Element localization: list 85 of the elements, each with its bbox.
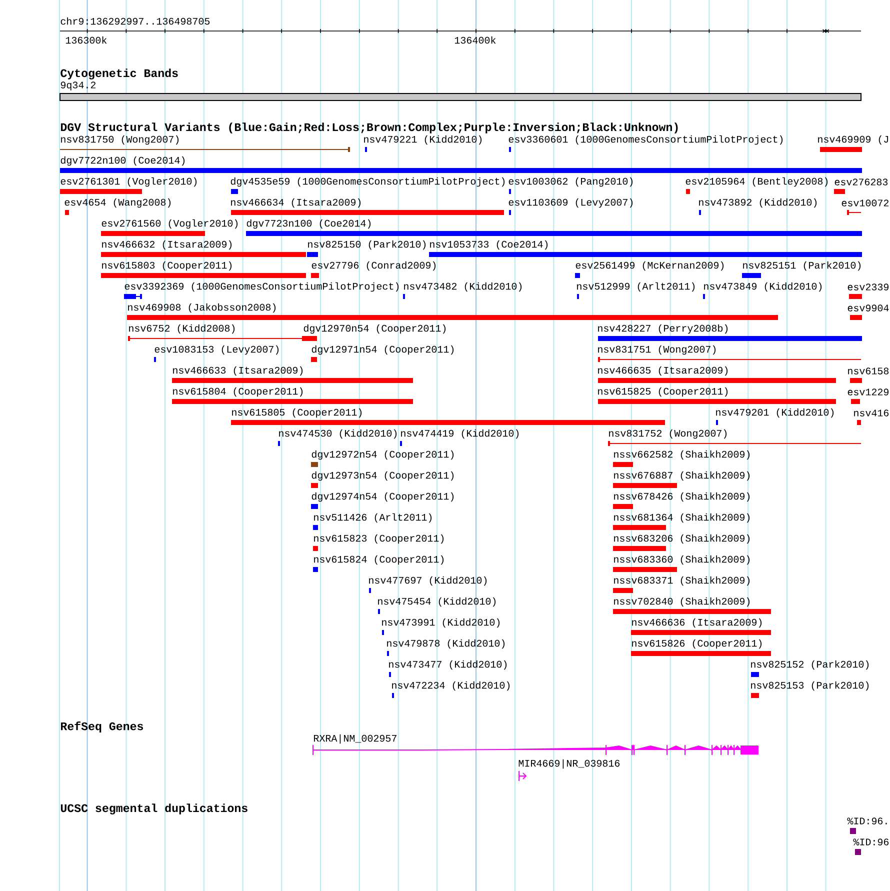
variant-label: nsv474419 (Kidd2010) [401,429,519,439]
variant-label: nsv469908 (Jakobsson2008) [128,303,276,313]
variant-label: nsv479878 (Kidd2010) [387,639,505,649]
variant-label: nsv466632 (Itsara2009) [102,240,232,250]
variant-label: esv1003062 (Pang2010) [508,177,633,187]
variant-label: nsv825151 (Park2010) [743,261,861,271]
variant-label: nssv683206 (Shaikh2009) [614,534,750,544]
variant-label: nsv615804 (Cooper2011) [173,387,303,397]
variant-label: esv1229 [848,388,889,396]
variant-label: nsv615825 (Cooper2011) [598,387,728,397]
track-title: UCSC segmental duplications [60,804,248,814]
variant-label: esv2761301 (Vogler2010) [60,177,197,187]
variant-label: nsv511426 (Arlt2011) [314,513,432,523]
duplication-label: %ID:96 [853,838,889,846]
gene-label: RXRA|NM_002957 [314,734,396,744]
track-title: Cytogenetic Bands [60,68,178,80]
variant-label: nsv831752 (Wong2007) [609,429,727,439]
variant-label: nsv512999 (Arlt2011) [577,282,695,292]
variant-label: esv1083153 (Levy2007) [154,345,279,355]
variant-label: dgv12970n54 (Cooper2011) [304,324,446,334]
variant-label: esv10072 [842,200,888,206]
variant-label: dgv4535e59 (1000GenomesConsortiumPilotProject) [230,177,505,187]
variant-label: nsv6752 (Kidd2008) [129,324,235,334]
variant-label: esv9904 [848,304,889,312]
variant-label: nsv473892 (Kidd2010) [699,198,817,208]
track-title: RefSeq Genes [60,722,143,732]
variant-label: nsv473849 (Kidd2010) [704,282,822,292]
variant-label: nsv6158 [848,368,889,374]
variant-label: nsv472234 (Kidd2010) [392,681,510,691]
variant-label: nsv473991 (Kidd2010) [382,618,500,628]
variant-label: nsv466636 (Itsara2009) [632,618,762,628]
variant-label: nsv466633 (Itsara2009) [173,366,303,376]
variant-label: nsv469909 (J [818,135,888,145]
variant-label: esv4654 (Wang2008) [64,198,171,208]
variant-label: nsv475454 (Kidd2010) [378,597,496,607]
variant-label: nsv466635 (Itsara2009) [598,366,728,376]
variant-label: nsv615823 (Cooper2011) [314,534,444,544]
variant-label: nssv702840 (Shaikh2009) [614,597,750,607]
coordinate-label: chr9:136292997..136498705 [60,17,210,25]
variant-label: nsv831750 (Wong2007) [61,135,179,145]
variant-label: dgv12971n54 (Cooper2011) [312,345,454,355]
variant-label: dgv7723n100 (Coe2014) [246,219,371,229]
variant-label: nsv479201 (Kidd2010) [716,408,834,418]
variant-label: nsv416 [854,410,889,416]
variant-label: nsv831751 (Wong2007) [598,345,716,355]
variant-label: dgv12972n54 (Cooper2011) [312,450,454,460]
variant-label: nssv683360 (Shaikh2009) [614,555,750,565]
variant-label: nsv474530 (Kidd2010) [279,429,397,439]
variant-label: dgv7722n100 (Coe2014) [60,156,185,166]
variant-label: nssv678426 (Shaikh2009) [614,492,750,502]
variant-label: nsv615803 (Cooper2011) [102,261,232,271]
variant-label: nssv683371 (Shaikh2009) [614,576,750,586]
variant-label: nsv825153 (Park2010) [751,681,869,691]
variant-label: nsv477697 (Kidd2010) [369,576,487,586]
variant-label: nsv825150 (Park2010) [308,240,426,250]
variant-label: esv2561499 (McKernan2009) [576,261,724,271]
variant-label: esv2105964 (Bentley2008) [686,177,828,187]
variant-label: nsv479221 (Kidd2010) [364,135,482,145]
variant-label: nsv615805 (Cooper2011) [232,408,362,418]
variant-label: nsv473477 (Kidd2010) [389,660,507,670]
variant-label: dgv12973n54 (Cooper2011) [312,471,454,481]
variant-label: esv2761560 (Vogler2010) [102,219,238,229]
band-label: 9q34.2 [60,82,96,90]
variant-label: nsv428227 (Perry2008b) [598,324,728,334]
variant-label: nsv825152 (Park2010) [751,660,869,670]
variant-label: nsv466634 (Itsara2009) [231,198,361,208]
variant-label: dgv12974n54 (Cooper2011) [312,492,454,502]
variant-label: esv1103609 (Levy2007) [508,198,633,208]
duplication-label: %ID:96. [847,818,887,824]
variant-label: esv276283 [834,178,888,186]
tick-label: 136300k [66,36,107,44]
variant-label: nssv662582 (Shaikh2009) [614,450,750,460]
variant-label: esv27796 (Conrad2009) [312,261,436,271]
variant-label: nssv681364 (Shaikh2009) [614,513,750,523]
tick-label: 136400k [454,36,496,44]
variant-label: esv3360601 (1000GenomesConsortiumPilotProject) [508,135,783,145]
variant-label: nsv615826 (Cooper2011) [632,639,762,649]
variant-label: nsv615824 (Cooper2011) [314,555,444,565]
gene-label: MIR4669|NR_039816 [518,759,620,769]
variant-label: nssv676887 (Shaikh2009) [614,471,750,481]
variant-label: nsv473482 (Kidd2010) [404,282,522,292]
variant-label: esv2339 [848,284,889,290]
variant-label: esv3392369 (1000GenomesConsortiumPilotProject) [124,282,399,292]
track-title: DGV Structural Variants (Blue:Gain;Red:Loss;Brown:Complex;Purple:Inversion;Black:Unknown) [60,122,678,134]
variant-label: nsv1053733 (Coe2014) [430,240,548,250]
